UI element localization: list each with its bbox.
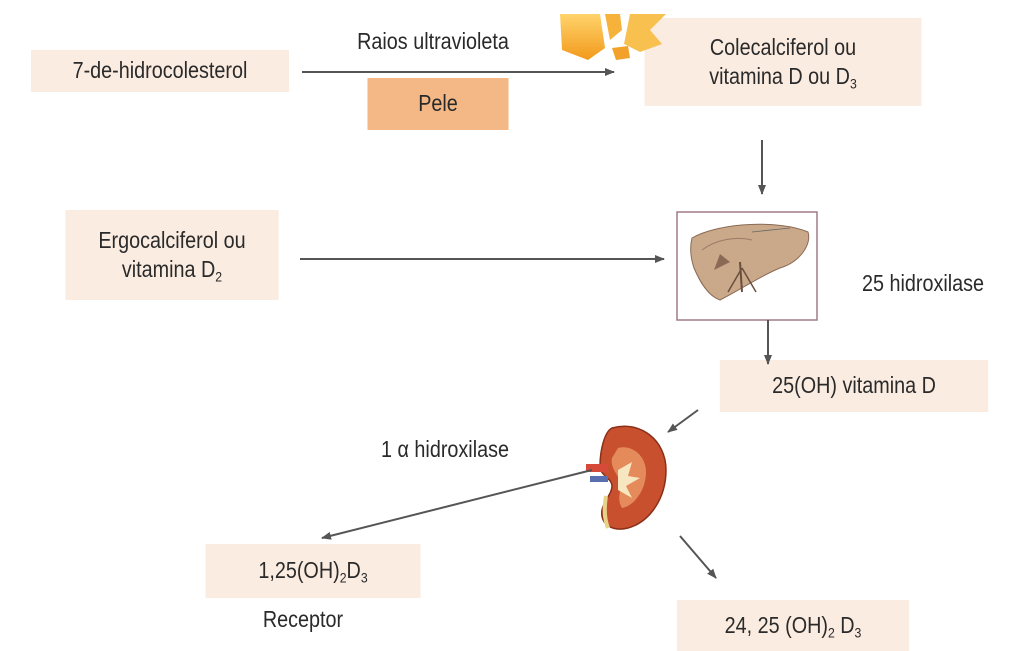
kidney-icon <box>586 426 666 529</box>
arrow-kidney-to-calcitriol <box>322 470 592 538</box>
arrow-25oh-to-kidney <box>668 410 698 432</box>
liver-icon <box>677 212 817 320</box>
sun-icon <box>560 14 666 60</box>
arrow-kidney-to-24-25 <box>680 536 716 578</box>
